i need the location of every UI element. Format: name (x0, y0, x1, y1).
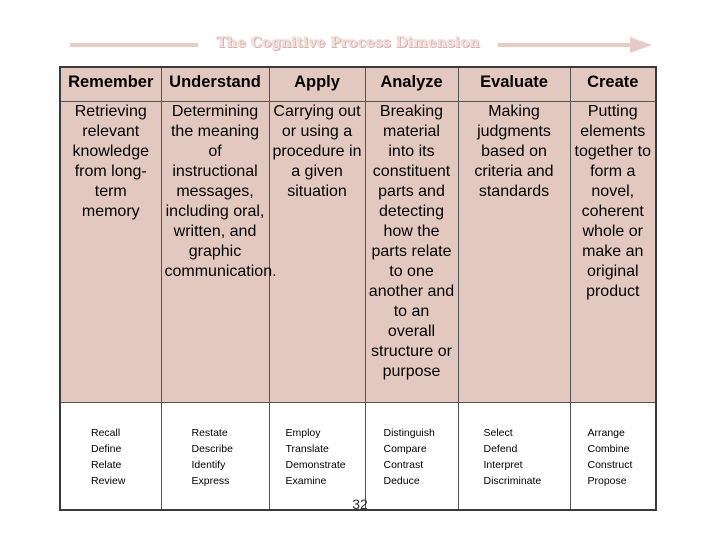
heading-row: Remember Understand Apply Analyze Evalua… (59, 66, 657, 102)
description-understand: Determining the meaning of instructional… (160, 101, 277, 403)
verb-item: Defend (483, 443, 518, 455)
verb-item: Examine (285, 475, 327, 487)
title-row: The Cognitive Process Dimension (0, 34, 720, 58)
verb-item: Compare (383, 443, 427, 455)
verbs-row: Recall Define Relate Review Restate Desc… (59, 402, 657, 511)
verb-item: Identify (191, 459, 226, 471)
verbs-understand: Restate Describe Identify Express (160, 402, 270, 511)
verb-item: Construct (587, 459, 633, 471)
description-row: Retrieving relevant knowledge from long-… (59, 101, 657, 403)
arrow-right-icon (630, 37, 652, 53)
description-evaluate: Making judgments based on criteria and s… (457, 101, 571, 403)
column-heading-remember: Remember (59, 66, 162, 102)
verb-item: Restate (191, 427, 228, 439)
verbs-analyze: Distinguish Compare Contrast Deduce (364, 402, 459, 511)
description-remember: Retrieving relevant knowledge from long-… (59, 101, 162, 403)
verb-item: Combine (587, 443, 630, 455)
column-heading-create: Create (569, 66, 657, 102)
verb-item: Describe (191, 443, 233, 455)
verb-item: Propose (587, 475, 627, 487)
verb-item: Select (483, 427, 513, 439)
column-heading-understand: Understand (160, 66, 270, 102)
verb-item: Interpret (483, 459, 523, 471)
verb-item: Define (91, 443, 122, 455)
verb-item: Relate (91, 459, 122, 471)
verb-item: Translate (285, 443, 329, 455)
verb-item: Express (191, 475, 230, 487)
page-title: The Cognitive Process Dimension (216, 35, 480, 51)
cognitive-process-table: Remember Understand Apply Analyze Evalua… (59, 66, 657, 511)
column-heading-evaluate: Evaluate (457, 66, 571, 102)
verb-item: Discriminate (483, 475, 542, 487)
arrow-line-left (70, 43, 198, 47)
column-heading-analyze: Analyze (364, 66, 459, 102)
verbs-remember: Recall Define Relate Review (59, 402, 162, 511)
verb-item: Employ (285, 427, 321, 439)
verb-item: Distinguish (383, 427, 435, 439)
page-number: 32 (352, 496, 368, 512)
verb-item: Arrange (587, 427, 625, 439)
verb-item: Demonstrate (285, 459, 346, 471)
verb-item: Review (91, 475, 126, 487)
description-create: Putting elements together to form a nove… (569, 101, 657, 403)
description-apply: Carrying out or using a procedure in a g… (268, 101, 366, 403)
column-heading-apply: Apply (268, 66, 366, 102)
description-analyze: Breaking material into its constituent p… (364, 101, 459, 403)
verbs-create: Arrange Combine Construct Propose (569, 402, 657, 511)
verbs-apply: Employ Translate Demonstrate Examine (268, 402, 366, 511)
verb-item: Contrast (383, 459, 424, 471)
verbs-evaluate: Select Defend Interpret Discriminate (457, 402, 571, 511)
verb-item: Recall (91, 427, 121, 439)
arrow-line-right (498, 43, 632, 47)
verb-item: Deduce (383, 475, 420, 487)
